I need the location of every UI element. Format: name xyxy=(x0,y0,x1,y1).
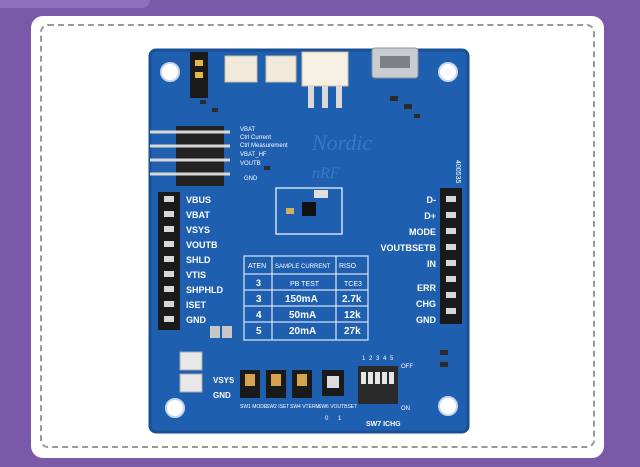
gnd-right-label: GND xyxy=(416,315,437,325)
dip-num-5: 5 xyxy=(390,356,394,362)
board-id-text: 400535 xyxy=(454,160,461,183)
smd-components xyxy=(200,96,448,367)
table-cell: 5 xyxy=(256,326,262,337)
dip-on-label: ON xyxy=(401,406,410,412)
table-cell: 4 xyxy=(256,310,262,321)
table-cell: 50mA xyxy=(289,310,316,321)
mode-label: MODE xyxy=(409,227,436,237)
vsys-label: VSYS xyxy=(186,225,210,235)
sw6-sub-0: 0 xyxy=(325,416,329,422)
gnd-left-label: GND xyxy=(186,315,207,325)
config-table: ATEN SAMPLE CURRENT RISO 3 PB TEST TCE3 … xyxy=(243,255,369,341)
top-connectors xyxy=(190,47,419,108)
svg-text:nRF: nRF xyxy=(312,165,340,182)
dip-num-4: 4 xyxy=(383,356,387,362)
err-label: ERR xyxy=(417,283,437,293)
dip-num-1: 1 xyxy=(362,356,366,362)
table-cell: PB TEST xyxy=(290,281,320,288)
vtis-label: VTIS xyxy=(186,270,206,280)
table-cell: 27k xyxy=(344,326,361,337)
sw1-label: SW1 MODE xyxy=(240,404,268,410)
dip-num-3: 3 xyxy=(376,356,380,362)
table-cell: TCE3 xyxy=(344,281,362,288)
table-cell: 3 xyxy=(256,294,262,305)
dip-switch xyxy=(358,366,398,404)
table-cell: 2.7k xyxy=(342,294,362,305)
top-left-pin-header xyxy=(150,126,230,186)
left-pin-header xyxy=(158,192,180,330)
sw6-label: SW6 VOUTBSET xyxy=(318,404,357,410)
gnd-bottom-label: GND xyxy=(213,391,231,400)
voutb-top-label: VOUTB xyxy=(240,161,261,167)
shphld-label: SHPHLD xyxy=(186,285,224,295)
sw7-label: SW7 ICHG xyxy=(366,421,401,428)
vsys-bottom-label: VSYS xyxy=(213,376,235,385)
nordic-logo: Nordic xyxy=(311,130,373,155)
center-ic-area xyxy=(275,187,343,235)
d-minus-label: D- xyxy=(427,195,437,205)
ctrl-current-label: Ctrl Current xyxy=(240,135,271,141)
vbus-label: VBUS xyxy=(186,195,211,205)
tab-edge xyxy=(0,0,150,8)
in-label: IN xyxy=(427,259,436,269)
mounting-holes xyxy=(160,62,458,418)
dashed-frame xyxy=(40,24,595,448)
vbat-label: VBAT xyxy=(186,210,210,220)
voutbsetb-label: VOUTBSETB xyxy=(380,243,436,253)
vbat-top-label: VBAT xyxy=(240,127,256,133)
dip-num-2: 2 xyxy=(369,356,373,362)
gnd-top-label: GND xyxy=(244,176,258,182)
table-header-riso: RISO xyxy=(339,263,357,270)
chg-label: CHG xyxy=(416,299,436,309)
slide-switches xyxy=(240,370,344,398)
sw2-label: SW2 ISET xyxy=(266,404,289,410)
dip-off-label: OFF xyxy=(401,364,413,370)
voutb-label: VOUTB xyxy=(186,240,218,250)
shld-label: SHLD xyxy=(186,255,211,265)
push-buttons xyxy=(179,351,203,393)
iset-label: ISET xyxy=(186,300,207,310)
right-header-labels: D- D+ MODE VOUTBSETB IN ERR CHG GND xyxy=(380,195,436,325)
table-header-current: SAMPLE CURRENT xyxy=(275,264,331,270)
sw4-label: SW4 VTERM xyxy=(290,404,320,410)
table-header-aten: ATEN xyxy=(248,263,266,270)
table-cell: 12k xyxy=(344,310,361,321)
d-plus-label: D+ xyxy=(424,211,436,221)
sw6-sub-1: 1 xyxy=(338,416,342,422)
table-cell: 150mA xyxy=(285,294,318,305)
table-cell: 20mA xyxy=(289,326,316,337)
vbat-hf-label: VBAT_HF xyxy=(240,152,267,158)
left-header-labels: VBUS VBAT VSYS VOUTB SHLD VTIS SHPHLD IS… xyxy=(186,195,224,325)
ctrl-measurement-label: Ctrl Measurement xyxy=(240,143,288,149)
right-pin-header xyxy=(440,188,462,324)
table-cell: 3 xyxy=(256,278,261,288)
